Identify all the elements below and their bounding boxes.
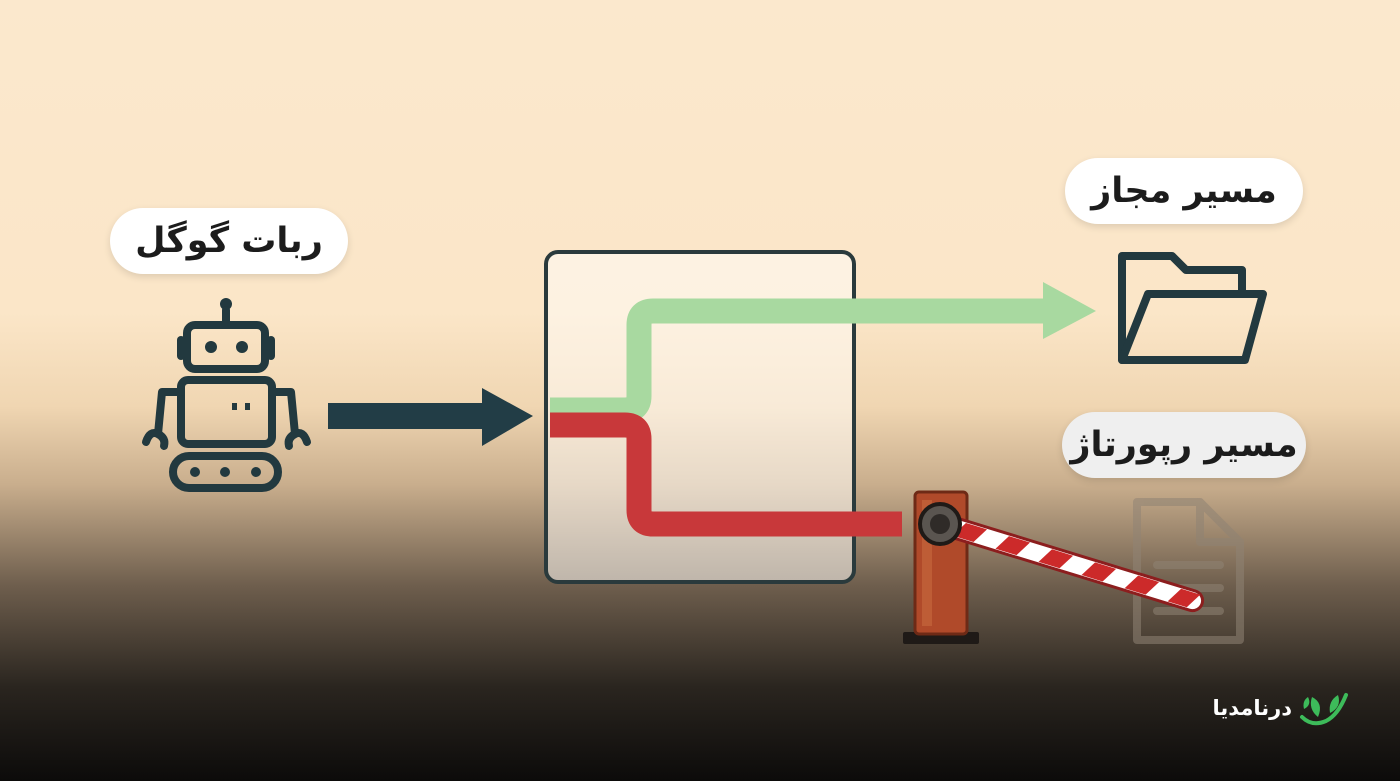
blocked-path-line (550, 412, 902, 537)
robot-icon (142, 298, 311, 492)
allowed-path-line (550, 282, 1096, 423)
leaf-logo-icon (1300, 693, 1348, 726)
report-path-label: مسیر رپورتاژ (1062, 412, 1306, 478)
barrier-gate-icon (903, 490, 1205, 644)
brand-logo: درنامدیا (1210, 686, 1350, 730)
document-icon (1133, 498, 1244, 644)
request-arrow (328, 388, 533, 446)
robot-label: ربات گوگل (110, 208, 348, 274)
router-box (544, 250, 856, 584)
folder-icon (1118, 252, 1267, 364)
brand-name: درنامدیا (1212, 696, 1292, 720)
allowed-path-label: مسیر مجاز (1065, 158, 1303, 224)
